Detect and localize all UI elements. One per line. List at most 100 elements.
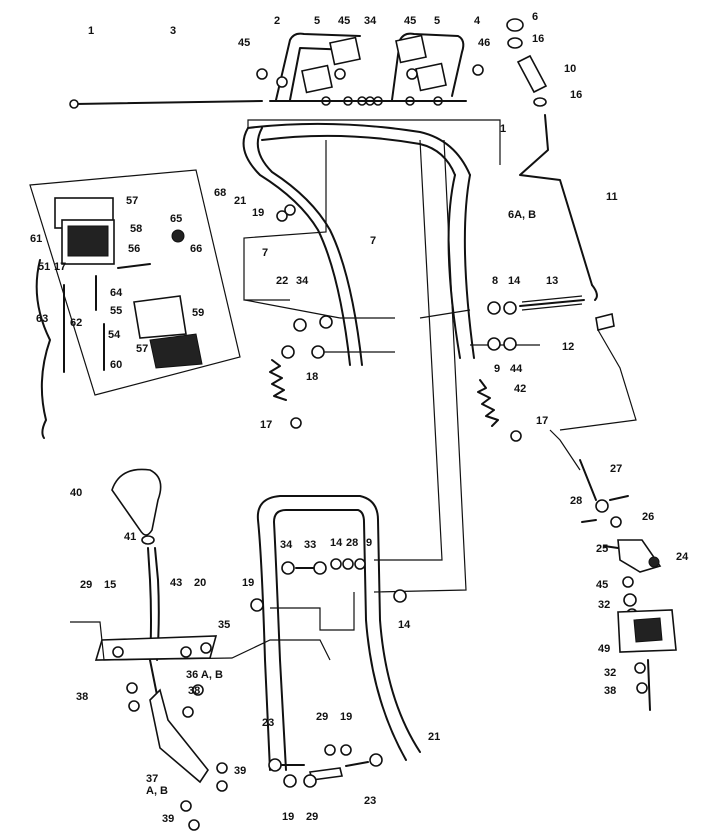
callout-label-3: 3 <box>170 25 176 37</box>
bolt-13 <box>487 295 615 351</box>
callout-label-58: 58 <box>130 223 142 235</box>
callout-label-36AB: 36 A, B <box>186 669 223 681</box>
callout-label-42: 42 <box>514 383 526 395</box>
callout-label-1b: 1 <box>500 123 506 135</box>
callout-label-16a: 16 <box>532 33 544 45</box>
callout-label-24: 24 <box>676 551 689 563</box>
callout-label-61: 61 <box>30 233 42 245</box>
callout-label-16b: 16 <box>570 89 582 101</box>
callout-label-8: 8 <box>492 275 498 287</box>
callout-label-62: 62 <box>70 317 82 329</box>
callout-label-34b: 34 <box>296 275 309 287</box>
callout-label-19c: 19 <box>340 711 352 723</box>
callout-label-54: 54 <box>108 329 121 341</box>
callout-label-40: 40 <box>70 487 82 499</box>
callout-label-14b: 14 <box>330 537 343 549</box>
callout-label-29a: 29 <box>80 579 92 591</box>
callout-label-23a: 23 <box>262 717 274 729</box>
callout-label-17c: 17 <box>54 261 66 273</box>
callout-label-15: 15 <box>104 579 116 591</box>
callout-label-26: 26 <box>642 511 654 523</box>
callout-label-11: 11 <box>606 191 618 203</box>
callout-label-17b: 17 <box>260 419 272 431</box>
callout-label-45c: 45 <box>404 15 416 27</box>
callout-label-57a: 57 <box>126 195 138 207</box>
callout-label-29b: 29 <box>316 711 328 723</box>
mount-49 <box>617 576 677 711</box>
callout-label-45d: 45 <box>596 579 608 591</box>
callout-label-5a: 5 <box>314 15 320 27</box>
callout-label-33: 33 <box>304 539 316 551</box>
spring-42 <box>477 379 522 442</box>
callout-label-6AB: 6A, B <box>508 209 536 221</box>
callout-label-20: 20 <box>194 577 206 589</box>
callout-label-9a: 9 <box>494 363 500 375</box>
callout-label-55: 55 <box>110 305 122 317</box>
callout-label-23b: 23 <box>364 795 376 807</box>
callout-label-46: 46 <box>478 37 490 49</box>
callout-label-43: 43 <box>170 577 182 589</box>
shift-plate-35 <box>70 621 331 661</box>
upper-bracket-4 <box>391 32 465 101</box>
callout-label-38c: 38 <box>604 685 616 697</box>
callout-label-5b: 5 <box>434 15 440 27</box>
callout-label-39b: 39 <box>162 813 174 825</box>
callout-label-34c: 34 <box>280 539 293 551</box>
callout-label-38b: 38 <box>188 685 200 697</box>
callout-label-66: 66 <box>190 243 202 255</box>
callout-label-27: 27 <box>610 463 622 475</box>
callout-label-49: 49 <box>598 643 610 655</box>
rod-3 <box>69 99 263 109</box>
callout-label-45b: 45 <box>338 15 350 27</box>
callout-label-68: 68 <box>214 187 226 199</box>
callout-label-57b: 57 <box>136 343 148 355</box>
callout-label-32b: 32 <box>604 667 616 679</box>
bracket-37 <box>126 682 228 831</box>
callout-label-17a: 17 <box>536 415 548 427</box>
callout-label-28b: 28 <box>570 495 582 507</box>
callout-label-6: 6 <box>532 11 538 23</box>
callout-label-32a: 32 <box>598 599 610 611</box>
callout-label-9b: 9 <box>366 537 372 549</box>
callout-label-21b: 21 <box>428 731 440 743</box>
callout-label-18: 18 <box>306 371 318 383</box>
switch-24 <box>603 539 662 573</box>
callout-label-41: 41 <box>124 531 136 543</box>
callout-label-59: 59 <box>192 307 204 319</box>
callout-label-25: 25 <box>596 543 608 555</box>
callout-label-44: 44 <box>510 363 523 375</box>
callout-label-13: 13 <box>546 275 558 287</box>
callout-label-51: 51 <box>38 261 50 273</box>
callout-label-29c: 29 <box>306 811 318 823</box>
bottom-bolts-23 <box>268 744 383 788</box>
callout-label-14c: 14 <box>398 619 411 631</box>
callout-label-63: 63 <box>36 313 48 325</box>
callout-label-2: 2 <box>274 15 280 27</box>
callout-label-65: 65 <box>170 213 182 225</box>
callout-label-7a: 7 <box>262 247 268 259</box>
cable-end-27 <box>579 459 629 528</box>
lower-handle-21 <box>256 495 421 781</box>
callout-label-22: 22 <box>276 275 288 287</box>
callout-label-39a: 39 <box>234 765 246 777</box>
upper-bracket-2 <box>275 32 361 101</box>
callout-label-21a: 21 <box>234 195 246 207</box>
callout-label-12: 12 <box>562 341 574 353</box>
spring-18 <box>269 359 302 429</box>
hardware-row <box>250 558 407 612</box>
callout-label-19b: 19 <box>242 577 254 589</box>
callout-label-19a: 19 <box>252 207 264 219</box>
callout-label-19d: 19 <box>282 811 294 823</box>
handle-frame-7 <box>242 122 475 366</box>
callout-label-1a: 1 <box>88 25 94 37</box>
washers-22-34 <box>276 204 333 359</box>
callout-label-56: 56 <box>128 243 140 255</box>
callout-label-28a: 28 <box>346 537 358 549</box>
callout-label-45a: 45 <box>238 37 250 49</box>
shift-lever-43 <box>111 468 162 736</box>
light-kit-68 <box>29 169 241 439</box>
